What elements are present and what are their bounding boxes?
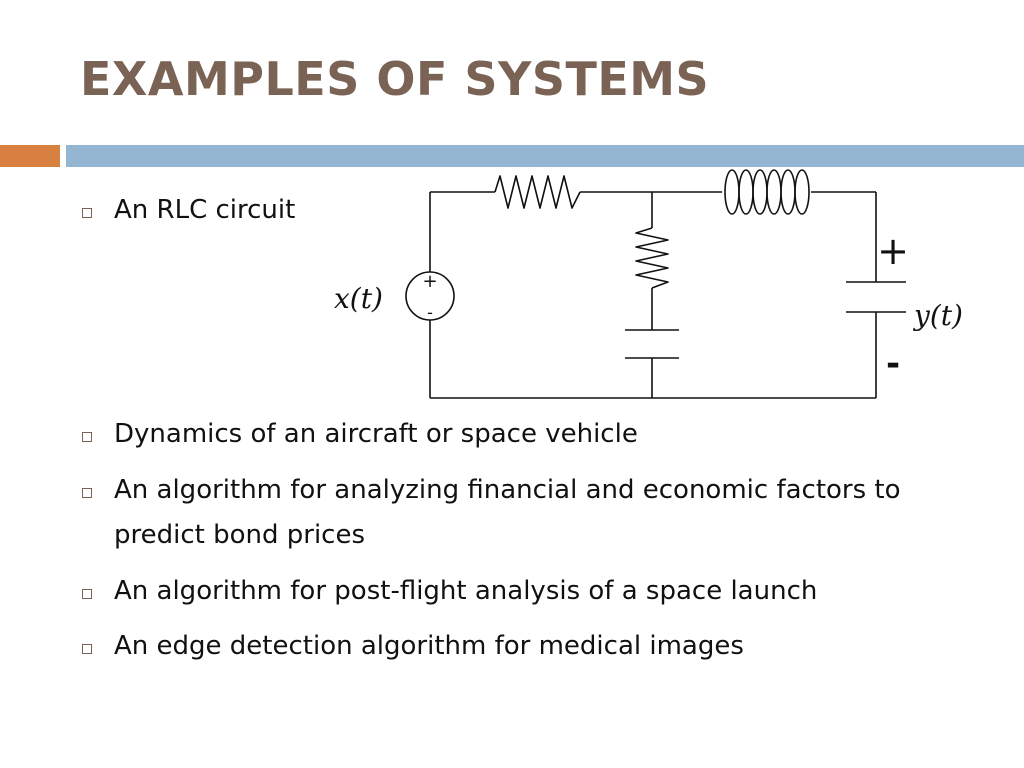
series-resistor [494, 175, 581, 209]
bullet-text: An RLC circuit [114, 195, 296, 225]
output-plus-sign: + [877, 229, 909, 273]
bullet-text: Dynamics of an aircraft or space vehicle [114, 419, 638, 449]
bullet-item: An algorithm for analyzing financial and… [82, 475, 914, 558]
source-minus-sign: - [427, 303, 433, 322]
accent-bar-blue [66, 145, 1024, 167]
shunt-resistor [635, 227, 669, 289]
output-label: y(t) [912, 299, 963, 332]
bullet-item: An algorithm for post-flight analysis of… [82, 576, 817, 614]
bullet-square-icon [82, 432, 92, 442]
bullet-square-icon [82, 208, 92, 218]
bullet-text: An edge detection algorithm for medical … [114, 631, 744, 661]
output-minus-sign: - [886, 344, 900, 384]
bullet-square-icon [82, 488, 92, 498]
slide-title: EXAMPLES OF SYSTEMS [80, 52, 710, 106]
bullet-square-icon [82, 589, 92, 599]
input-label: x(t) [334, 282, 383, 315]
bullet-text: An algorithm for analyzing financial and… [114, 475, 901, 550]
voltage-source [405, 271, 455, 321]
bullet-item: An RLC circuit [82, 195, 295, 233]
inductor [724, 169, 810, 215]
bullet-text: An algorithm for post-flight analysis of… [114, 576, 818, 606]
accent-bar-orange [0, 145, 60, 167]
source-plus-sign: + [422, 271, 437, 292]
bullet-item: Dynamics of an aircraft or space vehicle [82, 419, 638, 457]
bullet-square-icon [82, 644, 92, 654]
bullet-item: An edge detection algorithm for medical … [82, 631, 744, 669]
